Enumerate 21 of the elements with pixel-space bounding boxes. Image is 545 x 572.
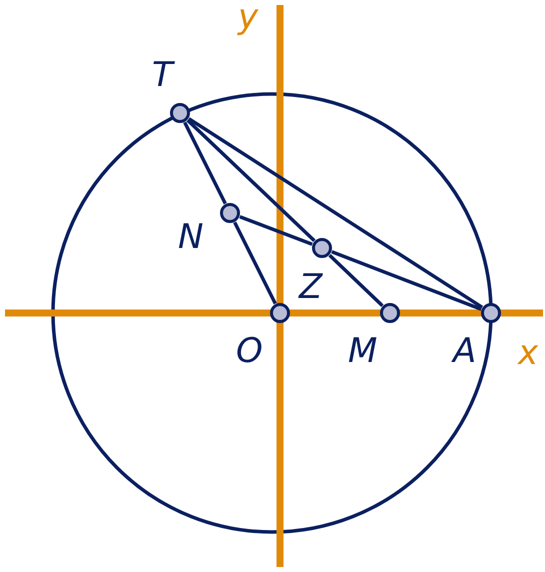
axis-label: x: [518, 336, 538, 370]
axis-label: y: [238, 0, 258, 34]
point-label: T: [152, 58, 173, 92]
line-segment: [233, 222, 277, 304]
point-label: Z: [299, 270, 322, 304]
point-marker: [270, 303, 290, 323]
line-segment: [328, 254, 384, 308]
point-label: M: [348, 334, 378, 368]
point-marker: [220, 203, 240, 223]
line-segment: [183, 122, 227, 204]
line-segment: [239, 215, 313, 246]
point-label: A: [453, 334, 476, 368]
point-marker: [170, 103, 190, 123]
line-segment: [331, 250, 482, 311]
point-marker: [312, 238, 332, 258]
line-segment: [186, 118, 316, 242]
line-segment: [188, 117, 484, 309]
point-marker: [380, 303, 400, 323]
point-label: N: [178, 220, 204, 254]
point-label: O: [236, 334, 263, 368]
point-marker: [481, 303, 501, 323]
